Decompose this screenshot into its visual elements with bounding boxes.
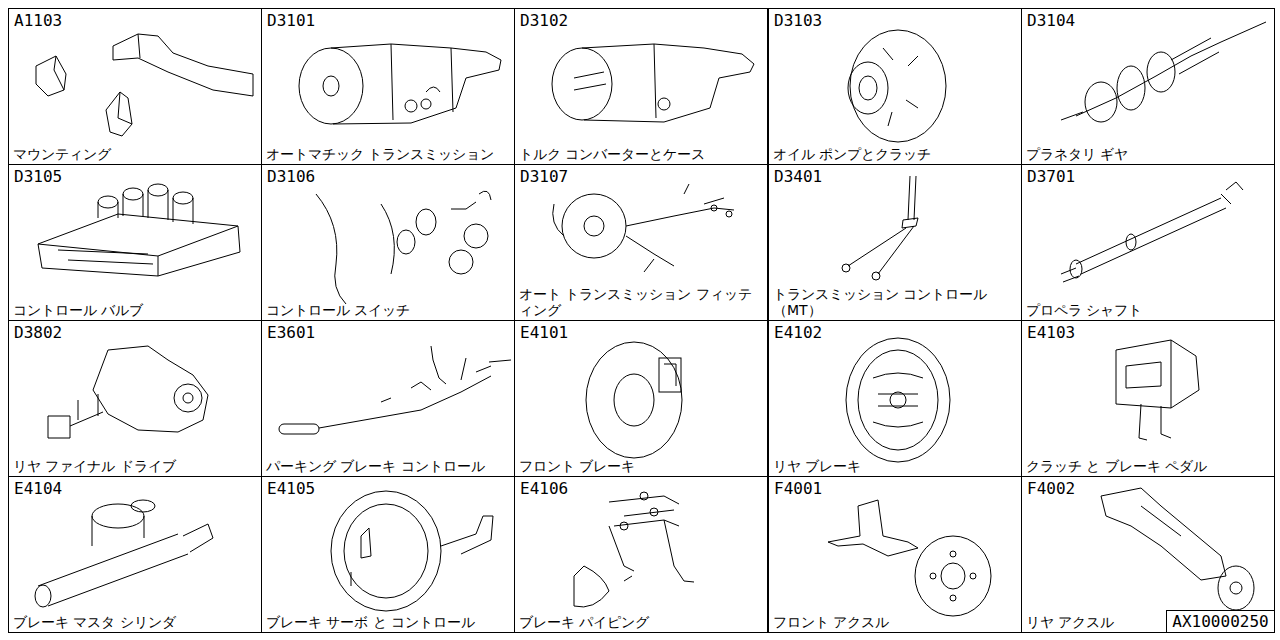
part-group-name: フロント ブレーキ — [519, 458, 764, 474]
catalog-cell: E4102 リヤ ブレーキ — [768, 320, 1022, 477]
catalog-cell: D3701 プロペラ シャフト — [1021, 164, 1275, 321]
figure-number-box: AX10000250 — [1166, 610, 1275, 633]
part-group-name: オート トランスミッション フィッティング — [519, 286, 764, 318]
section-code: D3401 — [774, 167, 822, 186]
valve-body-drawing — [38, 184, 240, 276]
part-group-name: プラネタリ ギヤ — [1026, 146, 1271, 162]
section-code: E4103 — [1027, 323, 1075, 342]
catalog-cell: D3103 オイル ポンプとクラッチ — [768, 8, 1022, 165]
figure-number: AX10000250 — [1168, 614, 1272, 630]
fitting-drawing — [553, 184, 734, 272]
planetary-drawing — [1061, 22, 1266, 122]
catalog-cell: E4105 ブレーキ サーボ と コントロール — [261, 476, 515, 633]
section-code: D3101 — [267, 11, 315, 30]
part-group-name: オートマチック トランスミッション — [266, 146, 511, 162]
rear-brake-drawing — [846, 338, 950, 462]
catalog-cell: D3104 プラネタリ ギヤ — [1021, 8, 1275, 165]
part-group-name: プロペラ シャフト — [1026, 302, 1271, 318]
rear-axle-drawing — [1101, 488, 1254, 610]
catalog-cell: D3106 コントロール スイッチ — [261, 164, 515, 321]
part-group-name: マウンティング — [13, 146, 258, 162]
section-code: E4105 — [267, 479, 315, 498]
catalog-cell: E4103 クラッチ と ブレーキ ペダル — [1021, 320, 1275, 477]
section-code: E4104 — [14, 479, 62, 498]
section-code: F4002 — [1027, 479, 1075, 498]
section-code: D3802 — [14, 323, 62, 342]
catalog-cell: D3401 トランスミッション コントロール（MT） — [768, 164, 1022, 321]
converter-drawing — [552, 44, 754, 122]
part-group-name: ブレーキ パイピング — [519, 614, 764, 630]
section-code: D3102 — [520, 11, 568, 30]
section-code: E4106 — [520, 479, 568, 498]
section-code: D3107 — [520, 167, 568, 186]
part-group-name: リヤ ファイナル ドライブ — [13, 458, 258, 474]
section-code: E3601 — [267, 323, 315, 342]
pedal-drawing — [1116, 340, 1199, 440]
part-group-name: トランスミッション コントロール（MT） — [773, 286, 1018, 318]
section-code: D3103 — [774, 11, 822, 30]
switch-drawing — [316, 191, 491, 304]
catalog-cell: D3105 コントロール バルブ — [8, 164, 262, 321]
servo-drawing — [331, 491, 493, 611]
catalog-cell: E4104 ブレーキ マスタ シリンダ — [8, 476, 262, 633]
mounting-drawing — [36, 34, 253, 136]
section-code: D3701 — [1027, 167, 1075, 186]
part-group-name: フロント アクスル — [773, 614, 1018, 630]
oil-pump-drawing — [848, 30, 946, 142]
part-group-name: ブレーキ サーボ と コントロール — [266, 614, 511, 630]
front-axle-drawing — [828, 500, 991, 616]
catalog-cell: D3107 オート トランスミッション フィッティング — [514, 164, 768, 321]
part-group-name: リヤ ブレーキ — [773, 458, 1018, 474]
part-group-name: コントロール バルブ — [13, 302, 258, 318]
catalog-cell: D3802 リヤ ファイナル ドライブ — [8, 320, 262, 477]
piping-drawing — [574, 492, 694, 607]
parking-brake-drawing — [279, 346, 511, 434]
catalog-cell: D3101 オートマチック トランスミッション — [261, 8, 515, 165]
part-group-name: オイル ポンプとクラッチ — [773, 146, 1018, 162]
shaft-drawing — [1061, 182, 1243, 282]
catalog-cell: A1103 マウンティング — [8, 8, 262, 165]
part-group-name: パーキング ブレーキ コントロール — [266, 458, 511, 474]
section-code: F4001 — [774, 479, 822, 498]
part-group-name: コントロール スイッチ — [266, 302, 511, 318]
section-code: D3105 — [14, 167, 62, 186]
part-group-name: トルク コンバーターとケース — [519, 146, 764, 162]
section-code: E4102 — [774, 323, 822, 342]
master-cylinder-drawing — [35, 500, 213, 607]
catalog-cell: E4101 フロント ブレーキ — [514, 320, 768, 477]
part-group-name: クラッチ と ブレーキ ペダル — [1026, 458, 1271, 474]
section-code: D3106 — [267, 167, 315, 186]
section-code: E4101 — [520, 323, 568, 342]
catalog-cell: E3601 パーキング ブレーキ コントロール — [261, 320, 515, 477]
section-code: D3104 — [1027, 11, 1075, 30]
catalog-cell: F4002リヤ アクスルAX10000250 — [1021, 476, 1275, 633]
catalog-cell: D3102 トルク コンバーターとケース — [514, 8, 768, 165]
catalog-cell: E4106 ブレーキ パイピング — [514, 476, 768, 633]
section-code: A1103 — [14, 11, 62, 30]
front-brake-drawing — [586, 342, 682, 458]
part-group-name: ブレーキ マスタ シリンダ — [13, 614, 258, 630]
transmission-drawing — [299, 44, 501, 124]
catalog-cell: F4001 フロント アクスル — [768, 476, 1022, 633]
shift-lever-drawing — [842, 176, 918, 280]
final-drive-drawing — [48, 346, 208, 438]
